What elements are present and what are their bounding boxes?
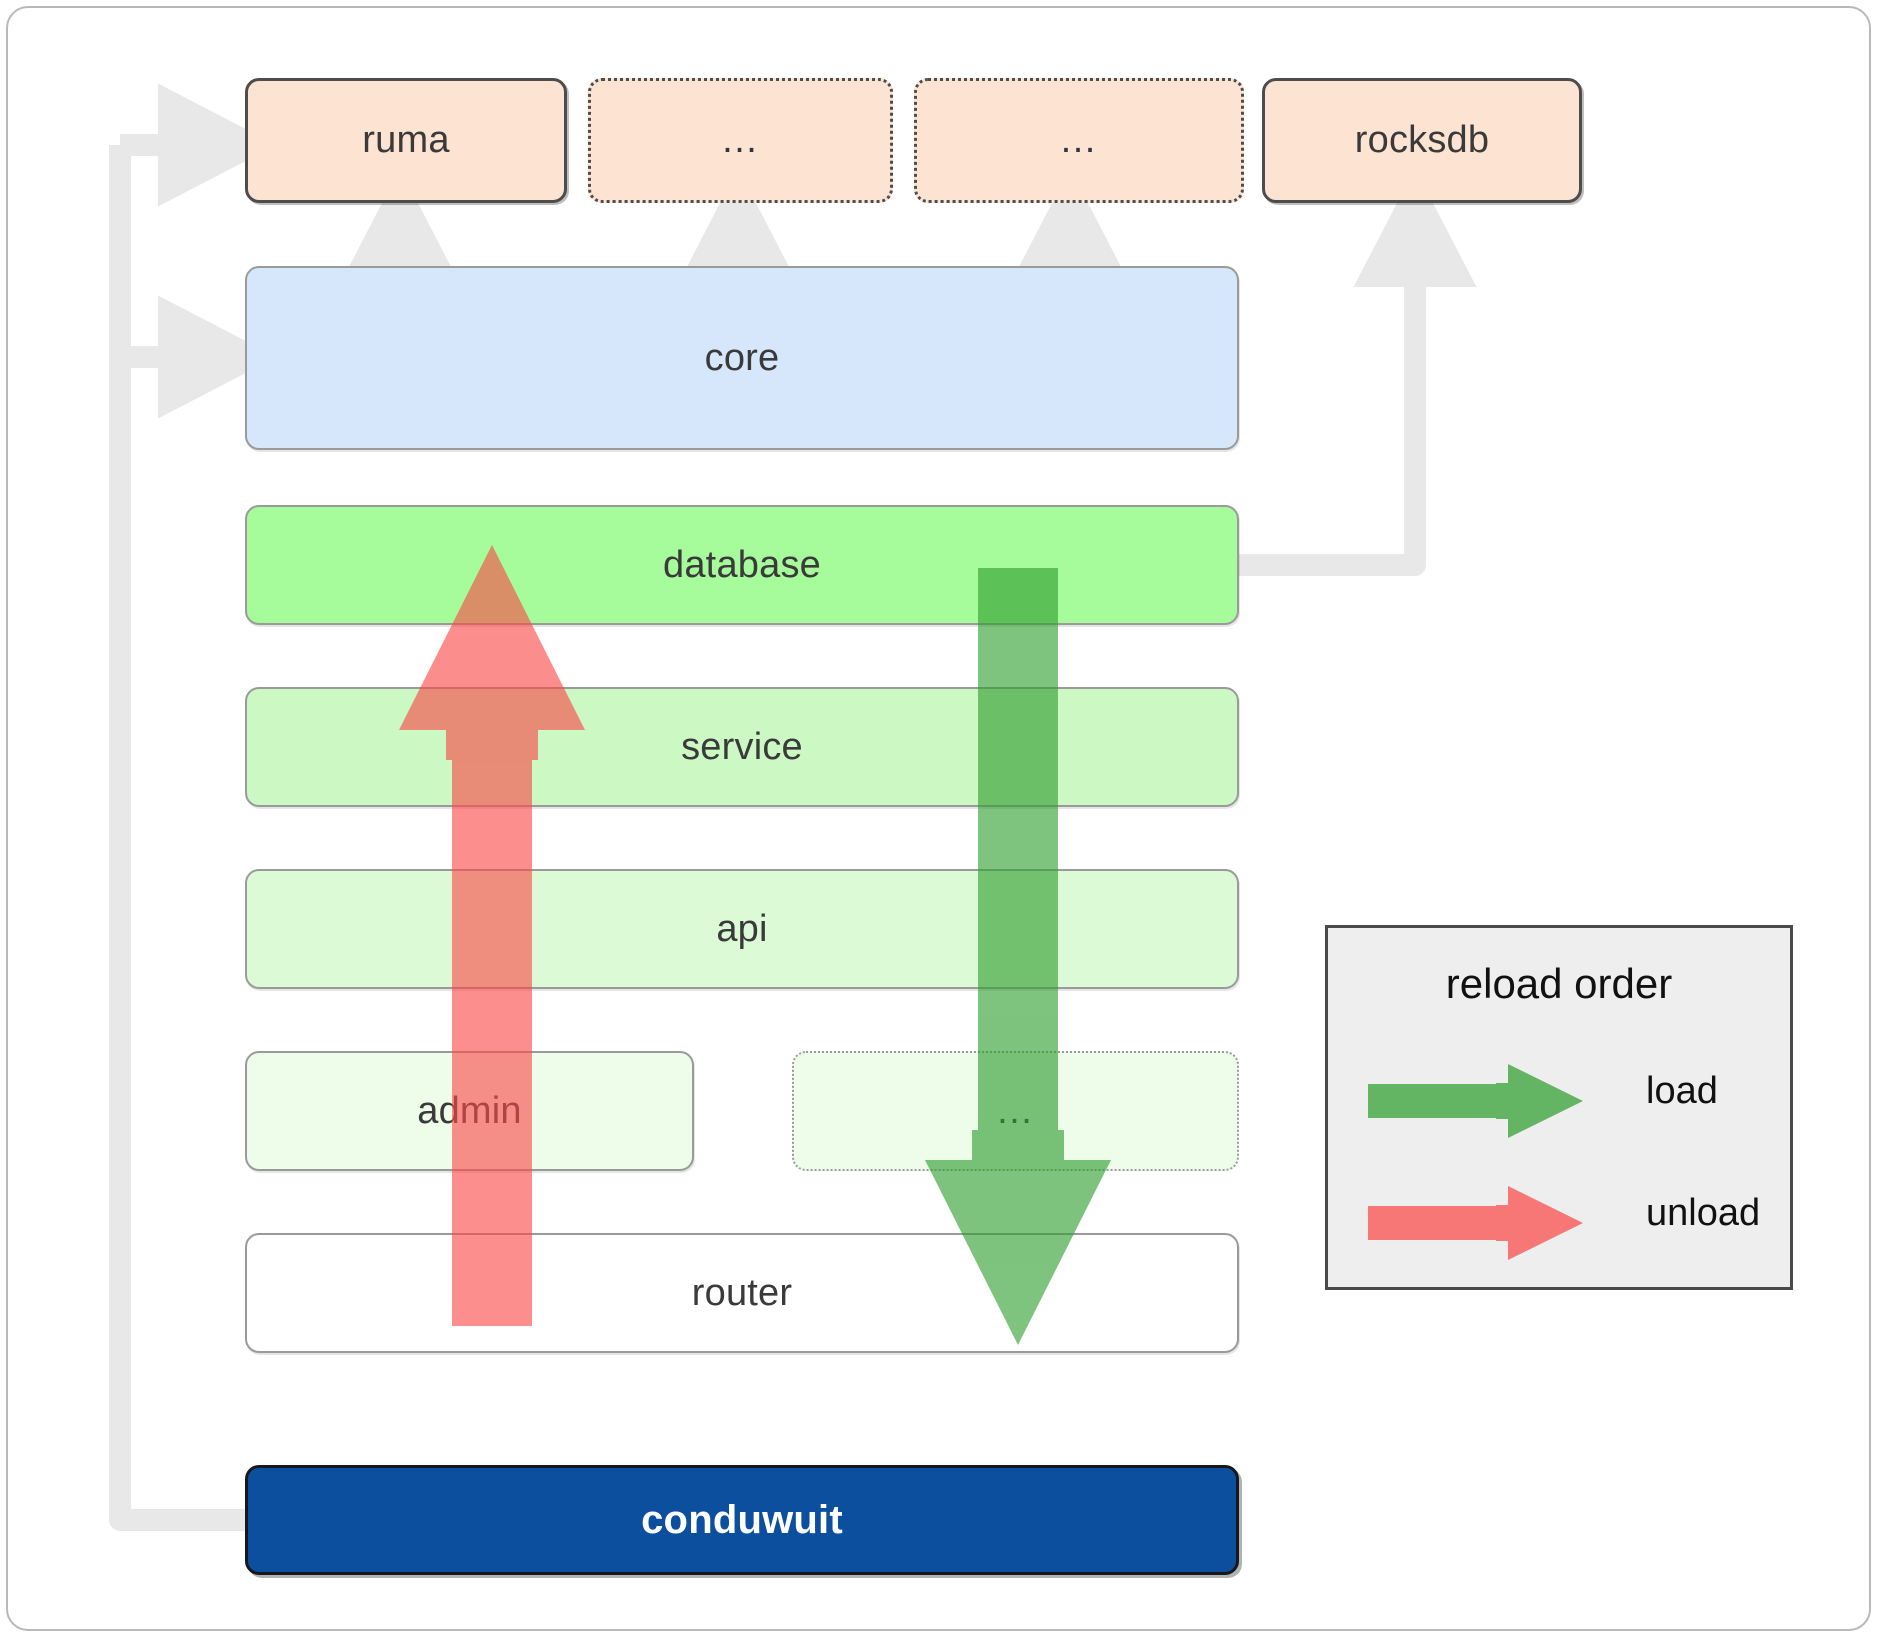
legend-unload-arrow-icon (1368, 1186, 1583, 1260)
crate-ellipsis-2[interactable]: … (914, 78, 1244, 203)
legend-title: reload order (1445, 960, 1673, 1007)
legend-unload-label: unload (1646, 1192, 1761, 1234)
layer-ellipsis[interactable]: … (792, 1051, 1239, 1171)
layer-database[interactable]: database (245, 505, 1239, 625)
layer-database-label: database (663, 543, 821, 586)
legend-load-label: load (1646, 1070, 1718, 1112)
legend-row-unload: unload (1368, 1178, 1768, 1268)
layer-api[interactable]: api (245, 869, 1239, 989)
crate-ellipsis-2-label: … (1059, 119, 1099, 161)
legend-reload-order: reload order load unload (1325, 925, 1793, 1290)
layer-api-label: api (716, 907, 768, 950)
layer-ellipsis-label: … (995, 1089, 1036, 1132)
crate-ellipsis-1[interactable]: … (588, 78, 893, 203)
app-conduwuit[interactable]: conduwuit (245, 1465, 1239, 1575)
crate-ruma-label: ruma (362, 119, 450, 161)
layer-service[interactable]: service (245, 687, 1239, 807)
legend-load-arrow-icon (1368, 1064, 1583, 1138)
layer-router[interactable]: router (245, 1233, 1239, 1353)
layer-admin-label: admin (417, 1089, 522, 1132)
layer-core-label: core (704, 336, 780, 379)
legend-row-load: load (1368, 1056, 1768, 1146)
layer-service-label: service (681, 725, 803, 768)
layer-router-label: router (691, 1271, 793, 1314)
app-conduwuit-label: conduwuit (641, 1497, 843, 1542)
crate-ellipsis-1-label: … (720, 119, 761, 161)
crate-rocksdb[interactable]: rocksdb (1262, 78, 1582, 203)
layer-core[interactable]: core (245, 266, 1239, 450)
diagram-frame (6, 6, 1871, 1631)
layer-admin[interactable]: admin (245, 1051, 694, 1171)
crate-ruma[interactable]: ruma (245, 78, 567, 203)
crate-rocksdb-label: rocksdb (1354, 119, 1490, 161)
